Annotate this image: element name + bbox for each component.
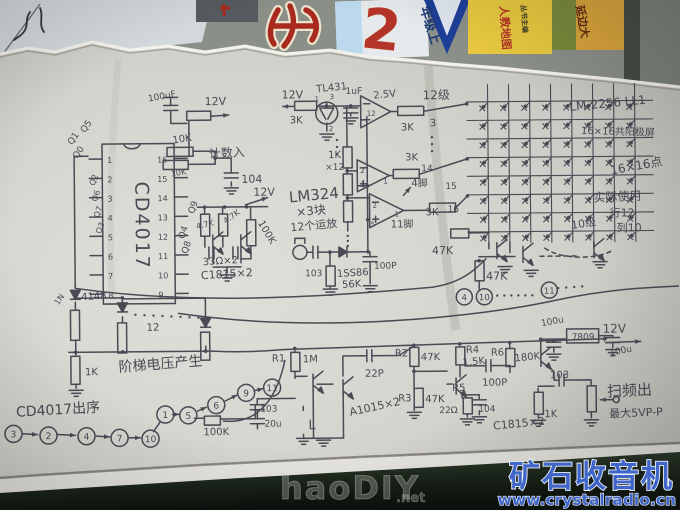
watermark-haodiy: haoDIY .net [280, 469, 426, 508]
watermark-haodiy-text: haoDIY [280, 469, 420, 507]
watermark-crystalradio: 矿石收音机 www.crystalradio.cn [497, 458, 677, 510]
watermark-site-url: www.crystalradio.cn [498, 491, 676, 509]
watermark-haodiy-suffix: .net [396, 491, 425, 506]
watermark-site-name: 矿石收音机 [509, 459, 674, 495]
